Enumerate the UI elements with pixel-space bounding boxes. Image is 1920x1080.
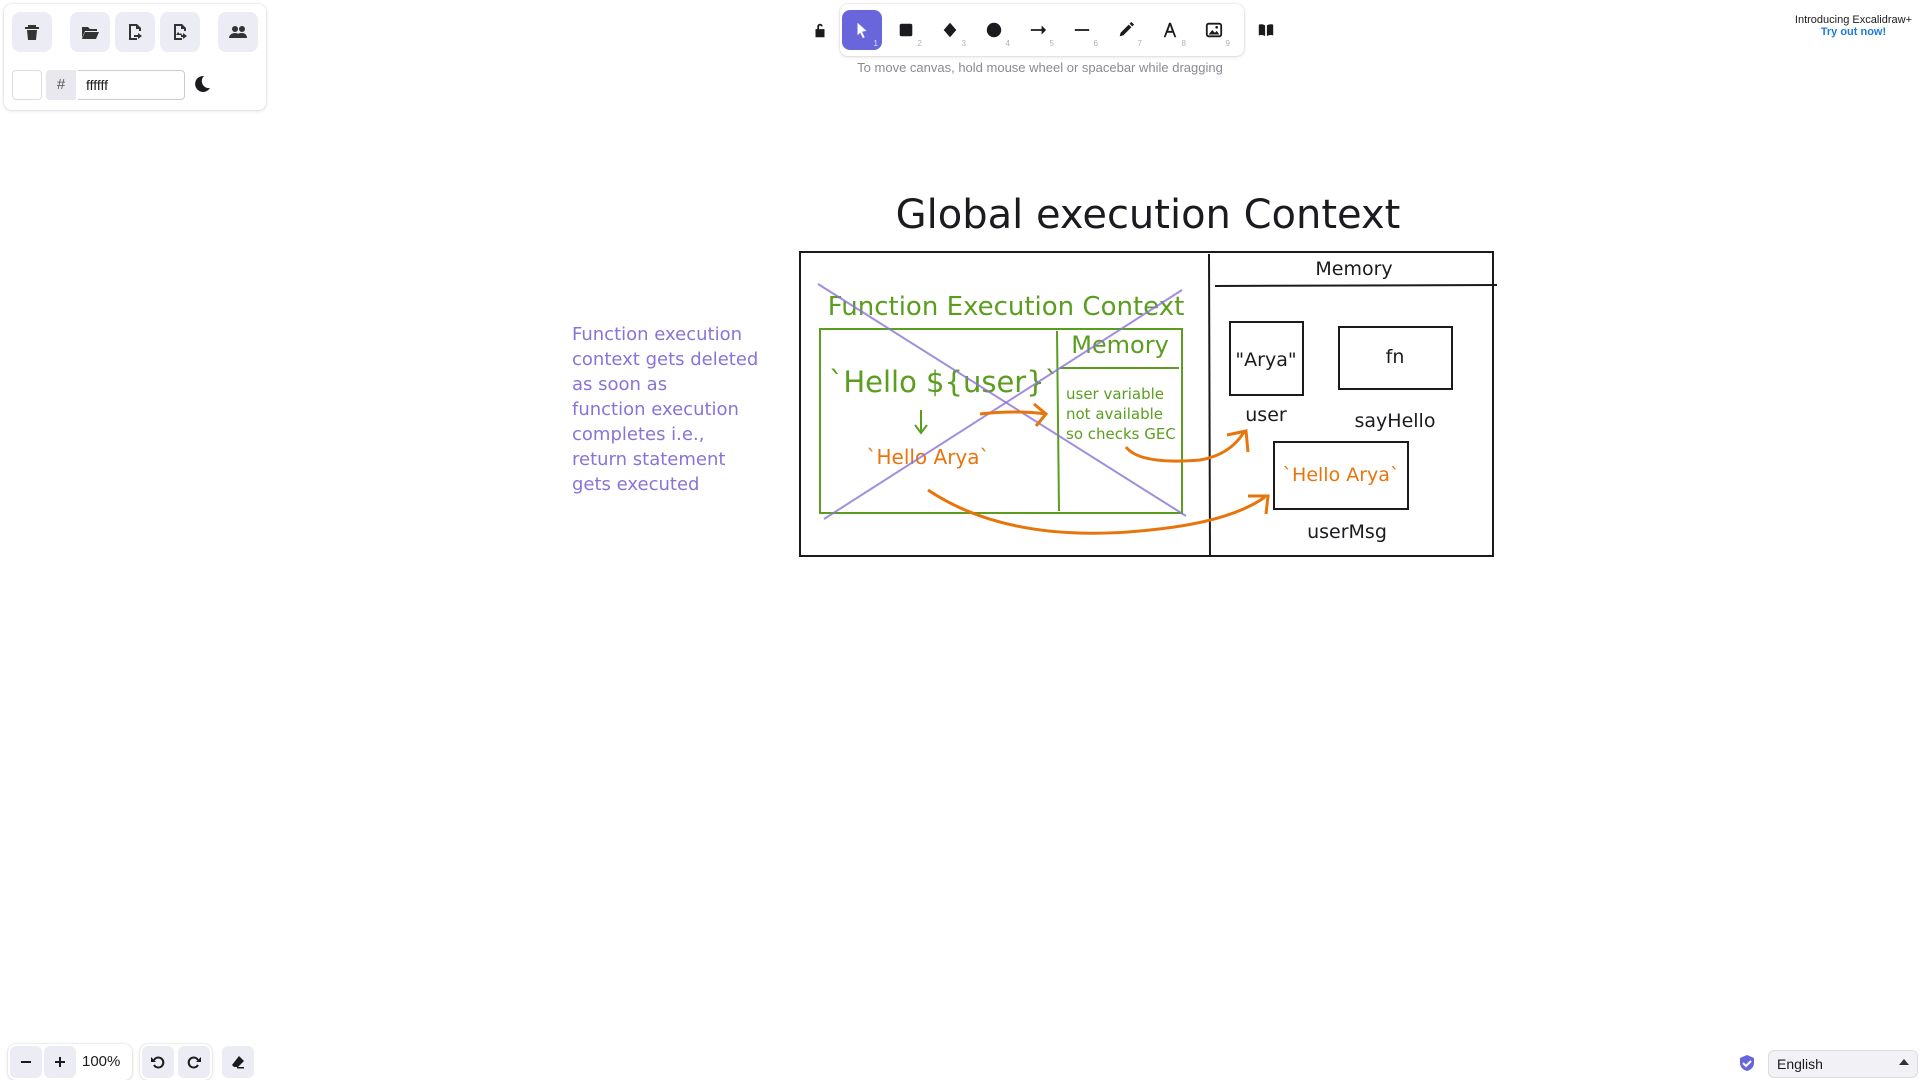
text-tool[interactable]: 8 [1150,10,1190,50]
shield-check-icon [1740,1055,1754,1071]
image-icon [1205,22,1223,38]
undo-button[interactable] [142,1046,174,1078]
fec-box [819,328,1183,514]
arrow-right-icon [1030,25,1047,35]
square-icon [899,23,913,37]
gec-memory-underline [1214,284,1498,287]
chevron-up-icon [1899,1059,1909,1065]
mem-msg-label: userMsg [1307,521,1387,543]
language-select[interactable]: English [1768,1050,1918,1078]
line-icon [1074,29,1090,31]
background-color-swatch[interactable] [12,70,42,100]
history-controls [140,1044,212,1080]
export-file-icon [129,24,142,40]
fec-memory-label: Memory [1071,331,1169,359]
image-tool[interactable]: 9 [1194,10,1234,50]
selection-tool[interactable]: 1 [842,10,882,50]
promo-banner[interactable]: Introducing Excalidraw+ Try out now! [1795,14,1912,38]
book-icon [1258,24,1274,37]
line-tool[interactable]: 6 [1062,10,1102,50]
draw-tool[interactable]: 7 [1106,10,1146,50]
arrow-note-to-user [1124,429,1250,463]
users-icon [229,26,247,38]
fec-note-line1: user variable [1066,385,1164,403]
gec-box [799,251,1494,557]
lock-tool[interactable] [800,10,840,50]
plus-icon [55,1057,65,1067]
eraser-button[interactable] [222,1046,254,1078]
side-note-line5: completes i.e., [572,424,704,445]
gec-memory-label: Memory [1315,258,1392,280]
top-left-panel: # ffffff [4,4,266,110]
clear-canvas-button[interactable] [12,12,52,52]
undo-icon [151,1056,165,1069]
export-image-button[interactable] [160,12,200,52]
minus-icon [21,1061,31,1063]
hex-input[interactable]: ffffff [78,70,185,100]
promo-title: Introducing Excalidraw+ [1794,14,1912,26]
arrow-code-to-memory [979,402,1049,427]
open-button[interactable] [70,12,110,52]
fec-down-arrow [914,410,928,435]
mem-fn-label: sayHello [1355,410,1436,432]
fec-code: `Hello ${user}` [829,365,1059,399]
cross-line-a [817,283,1187,517]
zoom-level[interactable]: 100% [82,1053,121,1070]
arrow-result-to-msg [927,488,1270,535]
trash-icon [25,25,39,40]
theme-toggle[interactable] [192,74,216,98]
circle-icon [986,22,1002,38]
fec-result: `Hello Arya` [866,445,989,469]
zoom-controls: 100% [8,1044,132,1080]
cross-line-b [823,289,1183,520]
fec-note-line3: so checks GEC [1066,425,1176,443]
redo-button[interactable] [178,1046,210,1078]
eraser-icon [232,1056,244,1069]
shield-badge[interactable] [1738,1054,1756,1072]
canvas-hint: To move canvas, hold mouse wheel or spac… [857,60,1223,75]
ellipse-tool[interactable]: 4 [974,10,1014,50]
hex-prefix: # [46,70,76,100]
promo-link[interactable]: Try out now! [1820,26,1887,38]
library-button[interactable] [1246,10,1286,50]
side-note-line2: context gets deleted [572,349,758,370]
main-toolbar: 1 2 3 4 5 6 7 8 9 [840,4,1244,56]
text-icon [1163,22,1177,38]
side-note-line7: gets executed [572,474,699,495]
zoom-out-button[interactable] [10,1046,42,1078]
diamond-icon [943,22,957,38]
collaborate-button[interactable] [218,12,258,52]
side-note-line4: function execution [572,399,739,420]
side-note-line1: Function execution [572,324,742,345]
side-note-line3: as soon as [572,374,667,395]
redo-icon [187,1056,201,1069]
mem-fn-box [1338,326,1453,390]
mem-user-value: "Arya" [1235,349,1296,371]
mem-msg-box [1273,441,1409,510]
moon-icon [195,75,210,92]
save-button[interactable] [115,12,155,52]
fec-title: Function Execution Context [828,292,1185,322]
unlock-icon [815,23,825,38]
pointer-icon [857,22,867,39]
diamond-tool[interactable]: 3 [930,10,970,50]
mem-msg-value: `Hello Arya` [1283,464,1400,486]
mem-user-label: user [1245,404,1287,426]
arrow-tool[interactable]: 5 [1018,10,1058,50]
gec-title: Global execution Context [896,192,1401,238]
export-image-icon [174,24,187,40]
folder-open-icon [82,27,99,39]
fec-note-line2: not available [1066,405,1163,423]
rectangle-tool[interactable]: 2 [886,10,926,50]
zoom-in-button[interactable] [44,1046,76,1078]
pencil-icon [1119,21,1135,37]
mem-user-box [1229,321,1304,396]
side-note-line6: return statement [572,449,725,470]
fec-divider [1056,330,1060,512]
mem-fn-value: fn [1386,346,1405,368]
gec-divider [1208,253,1211,557]
language-value: English [1777,1056,1823,1072]
